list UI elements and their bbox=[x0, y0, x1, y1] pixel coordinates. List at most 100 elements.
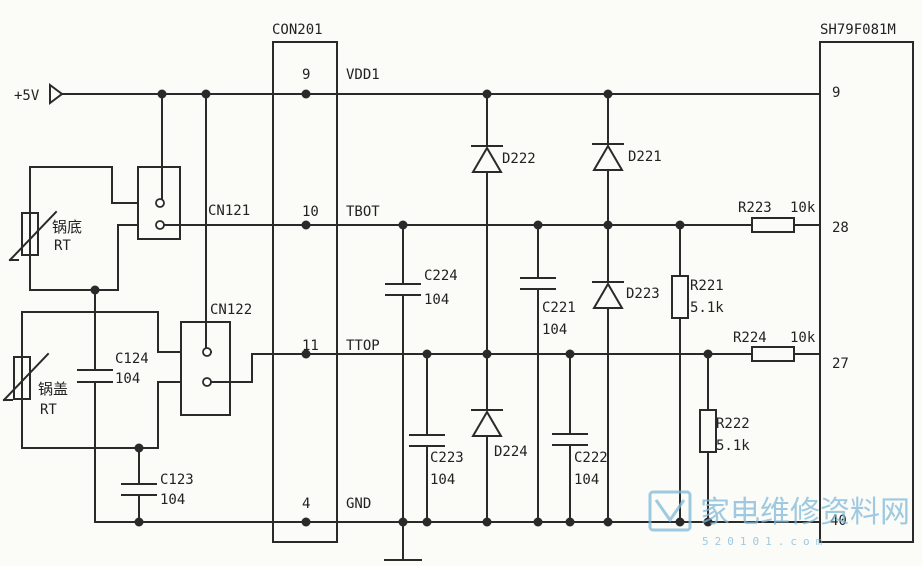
junction-dot bbox=[301, 89, 311, 99]
r222-body bbox=[699, 409, 717, 453]
ic-label: SH79F081M bbox=[820, 22, 896, 38]
r223-body bbox=[751, 217, 795, 233]
net-vdd-label: VDD1 bbox=[346, 67, 380, 83]
rt-lid-body bbox=[13, 356, 31, 400]
junction-dot bbox=[90, 285, 100, 295]
r222-value: 5.1k bbox=[716, 438, 750, 454]
c224-label: C224 bbox=[424, 268, 458, 284]
junction-dot bbox=[201, 89, 211, 99]
c221-label: C221 bbox=[542, 300, 576, 316]
ic-pin-gnd: 40 bbox=[830, 513, 847, 529]
r221-value: 5.1k bbox=[690, 300, 724, 316]
r223-label: R223 bbox=[738, 200, 772, 216]
watermark-logo-icon bbox=[648, 490, 692, 532]
cn121-pin1 bbox=[155, 198, 165, 208]
junction-dot bbox=[533, 220, 543, 230]
con201-label: CON201 bbox=[272, 22, 323, 38]
net-tbot-label: TBOT bbox=[346, 204, 380, 220]
watermark-url: 520101.com bbox=[702, 535, 828, 548]
junction-dot bbox=[482, 89, 492, 99]
r224-value: 10k bbox=[790, 330, 816, 346]
ttop-wire bbox=[229, 353, 753, 383]
rt-bottom-body bbox=[21, 212, 39, 256]
junction-dot bbox=[398, 220, 408, 230]
r222-label: R222 bbox=[716, 416, 750, 432]
c221-value: 104 bbox=[542, 322, 567, 338]
junction-dot bbox=[565, 517, 575, 527]
c224-value: 104 bbox=[424, 292, 449, 308]
con-pin-vdd: 9 bbox=[302, 67, 310, 83]
junction-dot bbox=[482, 517, 492, 527]
junction-dot bbox=[603, 220, 613, 230]
rt-bottom-loop bbox=[29, 166, 139, 291]
junction-dot bbox=[675, 517, 685, 527]
r224-label: R224 bbox=[733, 330, 767, 346]
junction-dot bbox=[157, 89, 167, 99]
rt-lid-arrow bbox=[2, 352, 50, 402]
rt-lid-name: 锅盖 bbox=[38, 380, 68, 398]
junction-dot bbox=[301, 517, 311, 527]
junction-dot bbox=[301, 220, 311, 230]
junction-dot bbox=[703, 517, 713, 527]
d221-label: D221 bbox=[628, 149, 662, 165]
r221-body bbox=[671, 275, 689, 319]
rt-bottom-arrow bbox=[8, 210, 58, 262]
junction-dot bbox=[565, 349, 575, 359]
d223-label: D223 bbox=[626, 286, 660, 302]
ic-pin-tbot: 28 bbox=[832, 220, 849, 236]
d221-body bbox=[592, 144, 624, 171]
net-gnd-label: GND bbox=[346, 496, 371, 512]
junction-dot bbox=[533, 517, 543, 527]
net-ttop-label: TTOP bbox=[346, 338, 380, 354]
d224-label: D224 bbox=[494, 444, 528, 460]
junction-dot bbox=[603, 517, 613, 527]
junction-dot bbox=[422, 349, 432, 359]
d223-body bbox=[592, 282, 624, 309]
c222-label: C222 bbox=[574, 450, 608, 466]
junction-dot bbox=[134, 443, 144, 453]
r223-value: 10k bbox=[790, 200, 816, 216]
cn122-pin1 bbox=[202, 347, 212, 357]
cn121-pin2 bbox=[155, 220, 165, 230]
junction-dot bbox=[675, 220, 685, 230]
ic-pin-ttop: 27 bbox=[832, 356, 849, 372]
cn122-label: CN122 bbox=[210, 302, 252, 318]
c222-value: 104 bbox=[574, 472, 599, 488]
rt-lid-type: RT bbox=[40, 402, 57, 418]
r224-body bbox=[751, 346, 795, 362]
cn122-pin2 bbox=[202, 377, 212, 387]
junction-dot bbox=[422, 517, 432, 527]
c123-label: C123 bbox=[160, 472, 194, 488]
c223-value: 104 bbox=[430, 472, 455, 488]
junction-dot bbox=[134, 517, 144, 527]
junction-dot bbox=[482, 349, 492, 359]
cn121-label: CN121 bbox=[208, 203, 250, 219]
power-label: +5V bbox=[14, 88, 40, 104]
con-pin-tbot: 10 bbox=[302, 204, 319, 220]
junction-dot bbox=[603, 89, 613, 99]
watermark-logo-mark bbox=[654, 499, 686, 523]
con-pin-gnd: 4 bbox=[302, 496, 310, 512]
con201-box bbox=[272, 41, 338, 543]
ic-pin-vdd: 9 bbox=[832, 85, 840, 101]
power-arrow-icon bbox=[49, 83, 64, 105]
c124-label: C124 bbox=[115, 351, 149, 367]
c123-value: 104 bbox=[160, 492, 185, 508]
rt-bottom-type: RT bbox=[54, 238, 71, 254]
junction-dot bbox=[398, 517, 408, 527]
d222-body bbox=[471, 146, 503, 173]
watermark: 家电维修资料网 520101.com bbox=[648, 490, 910, 548]
junction-dots bbox=[90, 89, 713, 527]
ic-box bbox=[819, 41, 914, 543]
r221-label: R221 bbox=[690, 278, 724, 294]
watermark-text: 家电维修资料网 bbox=[700, 495, 910, 530]
d224-body bbox=[471, 410, 503, 437]
junction-dot bbox=[703, 349, 713, 359]
d222-label: D222 bbox=[502, 151, 536, 167]
junction-dot bbox=[301, 349, 311, 359]
c124-value: 104 bbox=[115, 371, 140, 387]
rt-bottom-name: 锅底 bbox=[52, 218, 82, 236]
c223-label: C223 bbox=[430, 450, 464, 466]
